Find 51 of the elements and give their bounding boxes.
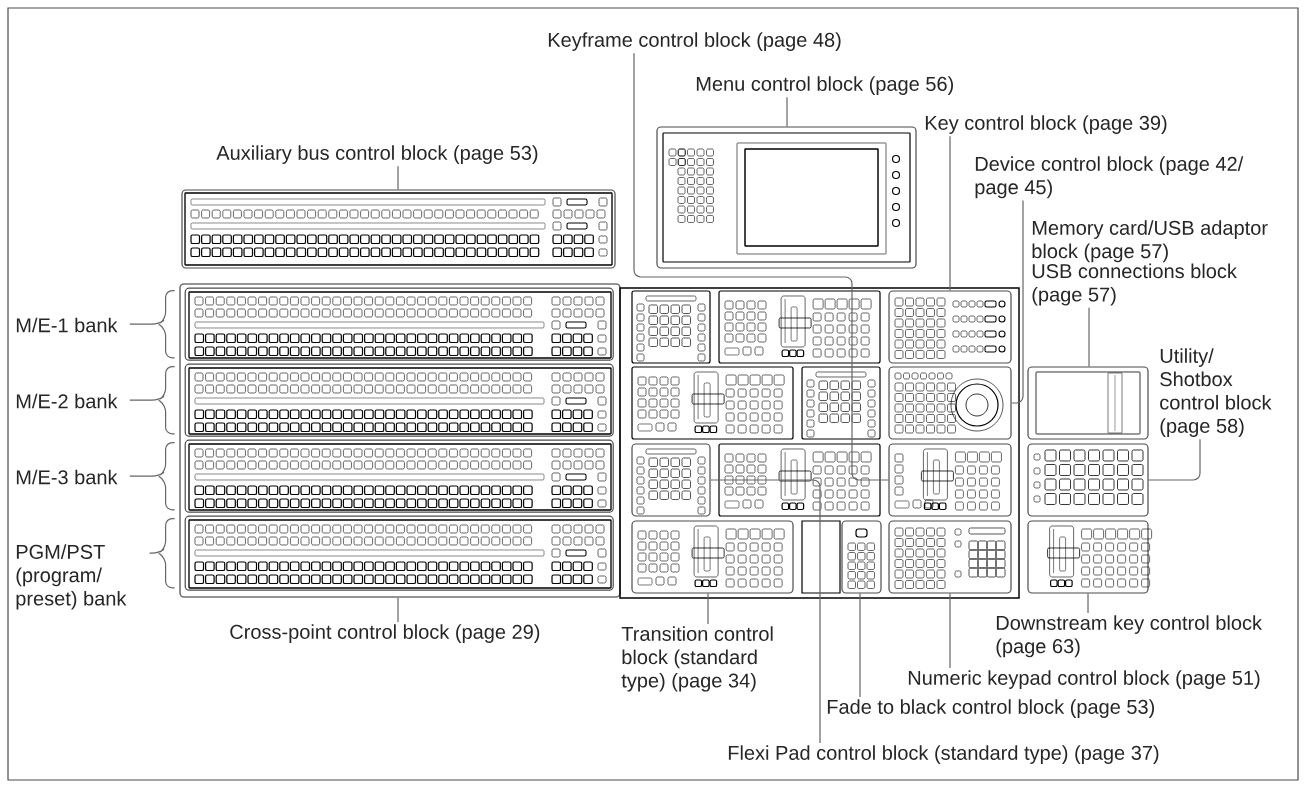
panel-block xyxy=(184,363,614,437)
leader-line xyxy=(633,52,889,481)
leader-line xyxy=(1087,593,1089,614)
callout-label: M/E-1 bank xyxy=(16,317,118,333)
callout-label: M/E-3 bank xyxy=(16,469,118,485)
callout-label: Utility/ Shotbox control block (page 58) xyxy=(1160,348,1272,437)
panel-block xyxy=(888,520,1012,594)
panel-block xyxy=(1027,520,1149,594)
leader-line xyxy=(859,593,861,698)
panel-block xyxy=(656,126,917,269)
leader-line xyxy=(1088,307,1090,367)
panel-block xyxy=(184,287,614,361)
leader-line xyxy=(949,135,951,291)
panel-block xyxy=(888,366,1012,440)
panel-block xyxy=(631,520,794,594)
callout-label: M/E-2 bank xyxy=(16,393,118,409)
callout-label: Flexi Pad control block (standard type) (page 37) xyxy=(728,745,1159,764)
leader-line xyxy=(1148,438,1201,481)
panel-block xyxy=(631,443,711,517)
callout-label: Key control block (page 39) xyxy=(925,115,1167,134)
panel-block xyxy=(184,439,614,513)
leader-line xyxy=(786,96,788,127)
panel-block xyxy=(1027,366,1149,440)
leader-line xyxy=(1011,199,1024,404)
panel-block xyxy=(179,283,621,598)
panel-block xyxy=(184,515,614,591)
callout-label: Device control block (page 42/ page 45) xyxy=(975,156,1244,199)
callout-label: Downstream key control block (page 63) xyxy=(996,615,1262,658)
panel-block xyxy=(888,443,1012,517)
leader-line xyxy=(949,593,951,669)
callout-label: Keyframe control block (page 48) xyxy=(548,32,841,51)
leader-line xyxy=(397,165,399,190)
leader-line xyxy=(397,597,399,623)
callout-label: Cross-point control block (page 29) xyxy=(230,624,540,643)
panel-block xyxy=(181,189,616,269)
leader-line xyxy=(129,442,176,511)
callout-label: Fade to black control block (page 53) xyxy=(827,699,1155,718)
leader-line xyxy=(710,479,821,744)
callout-label: Numeric keypad control block (page 51) xyxy=(908,670,1260,689)
callout-label: Transition control block (standard type) (page 34) xyxy=(621,626,773,692)
leader-line xyxy=(148,518,176,589)
panel-block xyxy=(888,290,1012,364)
callout-label: Auxiliary bus control block (page 53) xyxy=(216,145,538,164)
leader-line xyxy=(129,366,176,435)
callout-label: Menu control block (page 56) xyxy=(696,76,953,95)
panel-block xyxy=(1027,443,1149,517)
callout-label: Memory card/USB adaptor block (page 57) USB connections block (page 57) xyxy=(1032,220,1268,306)
callout-label: PGM/PST (program/ preset) bank xyxy=(16,544,127,610)
leader-line xyxy=(707,593,709,625)
leader-line xyxy=(129,290,176,359)
panel-block xyxy=(841,520,882,594)
